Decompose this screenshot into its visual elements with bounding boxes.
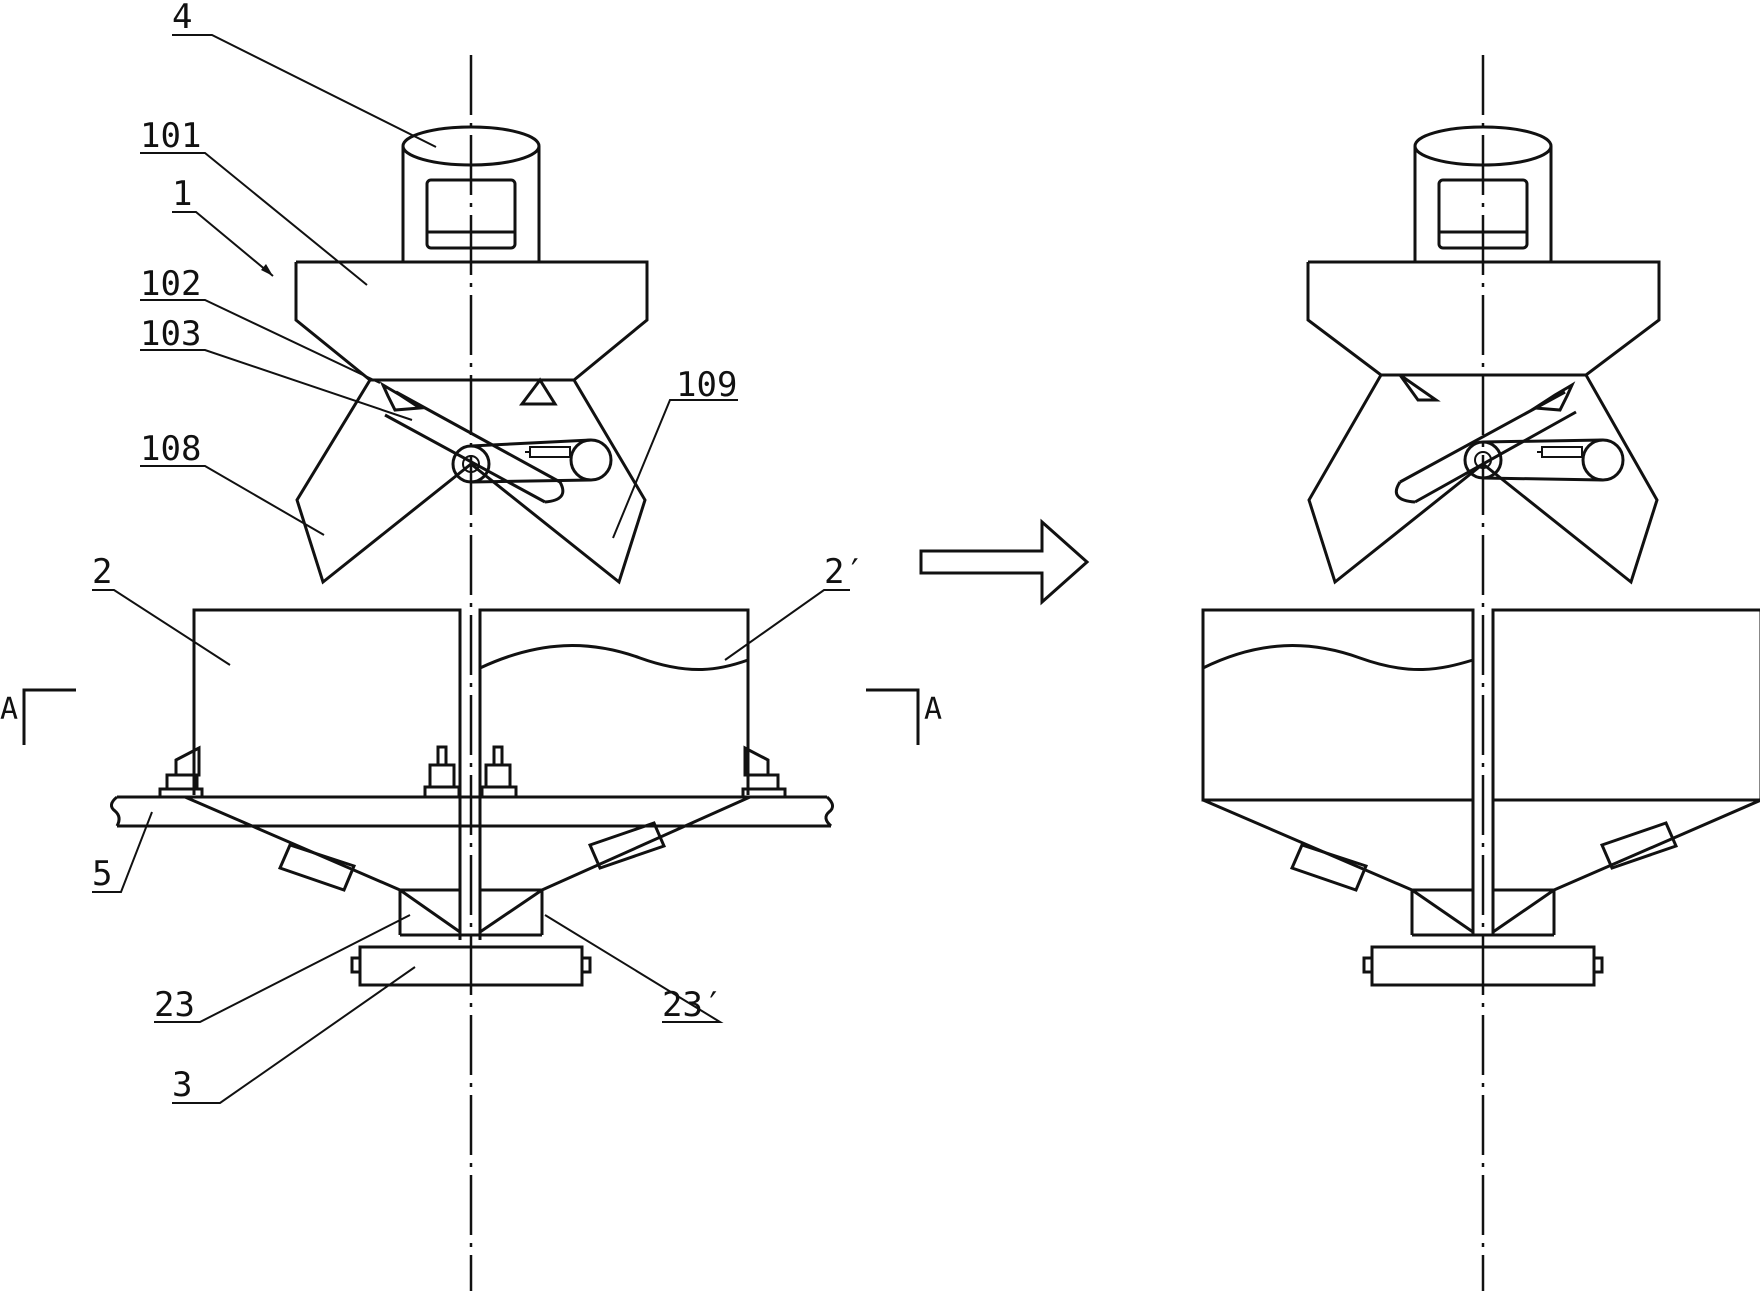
label-23: 23: [154, 985, 195, 1025]
section-label-right: A: [924, 692, 942, 727]
right-lower-funnel: [1203, 800, 1760, 935]
label-103: 103: [140, 314, 201, 354]
label-108: 108: [140, 429, 201, 469]
left-view: 4 101 1 102 103 108 109 2 2′ 5 23 23′ 3 …: [0, 0, 942, 1291]
right-view: [1203, 55, 1760, 1291]
right-weigh-buckets: [1203, 610, 1760, 800]
label-1: 1: [172, 174, 192, 214]
right-arrow-icon: [921, 522, 1087, 602]
left-flap-102: [383, 385, 420, 410]
label-5: 5: [92, 854, 112, 894]
label-3: 3: [172, 1065, 192, 1105]
label-2: 2: [92, 552, 112, 592]
section-label-left: A: [0, 692, 18, 727]
left-load-cells: [160, 747, 785, 797]
right-flap-left: [1400, 375, 1436, 400]
label-23-prime: 23′: [662, 985, 723, 1025]
left-lower-funnel: [185, 797, 750, 935]
label-2-prime: 2′: [824, 552, 865, 592]
label-4: 4: [172, 0, 192, 37]
label-102: 102: [140, 264, 201, 304]
left-actuator: [453, 440, 611, 482]
label-101: 101: [140, 116, 201, 156]
label-109: 109: [676, 365, 737, 405]
left-flap-right: [522, 380, 555, 404]
